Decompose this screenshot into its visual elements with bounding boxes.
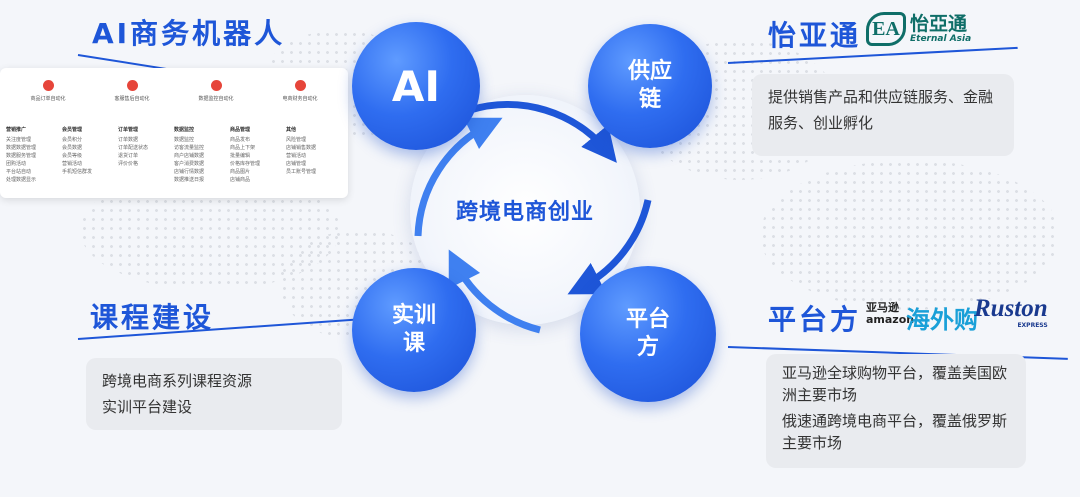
ruston-logo: Ruston EXPRESS	[974, 295, 1048, 330]
dashboard-columns: 营销推广 关注度管理数据数据管理数据服务管理团购活动平台站自动处理数据显示 会员…	[6, 126, 342, 184]
finance-icon	[294, 80, 306, 91]
dashboard-tile: 客服售后自动化	[90, 78, 174, 112]
service-icon	[126, 80, 138, 91]
chart-icon	[210, 80, 222, 91]
eternal-asia-desc: 提供销售产品和供应链服务、金融服务、创业孵化	[768, 88, 994, 132]
dashboard-column: 订单管理 订单数据订单配送状态退货订单评价价格	[118, 127, 149, 167]
dashboard-column: 其他 风险管理店铺销售数据营销活动店铺管理员工账号管理	[286, 127, 317, 175]
heading-ai-robot: AI商务机器人	[92, 17, 286, 50]
order-icon	[42, 80, 54, 91]
dashboard-card: 商品订单自动化 客服售后自动化 数据监控自动化 电商财务自动化 营销推广 关注度…	[0, 68, 348, 198]
course-line: 实训平台建设	[102, 398, 193, 416]
dashboard-column: 营销推广 关注度管理数据数据管理数据服务管理团购活动平台站自动处理数据显示	[6, 127, 37, 183]
circle-supply-chain: 供应 链	[588, 24, 712, 148]
eternal-asia-logo: EA 怡亞通 Eternal Asia	[866, 12, 971, 46]
dashboard-tile: 电商财务自动化	[258, 78, 342, 112]
dashboard-column: 商品管理 商品发布商品上下架批量编辑价格库存管理商品图片店铺商品	[230, 127, 261, 183]
circle-ai: AI	[352, 22, 480, 150]
dashboard-tile: 数据监控自动化	[174, 78, 258, 112]
course-panel: 跨境电商系列课程资源 实训平台建设	[86, 358, 342, 430]
circle-platform: 平台 方	[580, 266, 716, 402]
dashboard-column: 数据监控 数据监控访客流量监控商户店铺数据客户消费数据店铺行情数据数据推送日报	[174, 127, 205, 183]
dashboard-tile: 商品订单自动化	[6, 78, 90, 112]
platform-line: 亚马逊全球购物平台，覆盖美国欧洲主要市场	[782, 364, 1008, 404]
ea-mark-icon: EA	[866, 12, 906, 46]
dashboard-column: 会员管理 会员积分会员数据会员等级营销活动手机短信群发	[62, 127, 93, 175]
platform-line: 俄速通跨境电商平台，覆盖俄罗斯主要市场	[782, 412, 1008, 452]
center-label: 跨境电商创业	[455, 200, 594, 225]
ea-logo-en: Eternal Asia	[910, 34, 972, 44]
eternal-asia-panel: 提供销售产品和供应链服务、金融服务、创业孵化	[752, 74, 1014, 156]
circle-training: 实训 课	[352, 268, 476, 392]
haiwaigou-logo: 海外购	[906, 306, 978, 334]
heading-course: 课程建设	[90, 301, 215, 334]
dashboard-tiles: 商品订单自动化 客服售后自动化 数据监控自动化 电商财务自动化	[6, 78, 342, 112]
ea-logo-cn: 怡亞通	[910, 13, 968, 35]
amazon-logo: 亚马逊 amazon	[866, 301, 915, 326]
world-map-dots-4	[760, 160, 1060, 310]
course-line: 跨境电商系列课程资源	[102, 372, 253, 390]
platform-panel: 亚马逊全球购物平台，覆盖美国欧洲主要市场 俄速通跨境电商平台，覆盖俄罗斯主要市场	[766, 354, 1026, 468]
heading-platform: 平台方	[768, 303, 862, 336]
heading-eternal-asia: 怡亚通	[768, 19, 862, 52]
